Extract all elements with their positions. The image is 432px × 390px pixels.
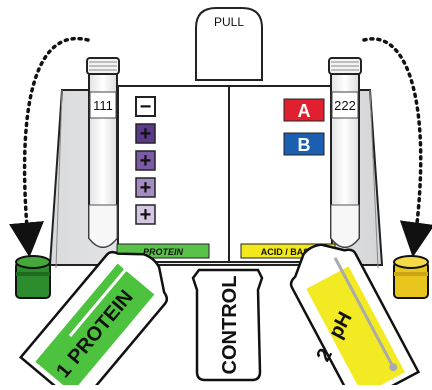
badge-a-label: A xyxy=(298,101,311,121)
protein-minus-symbol: − xyxy=(140,96,152,118)
protein-plus-square-1 xyxy=(135,123,156,144)
left-tube-label: 111 xyxy=(93,98,113,113)
right-tube-label: 222 xyxy=(334,98,356,113)
protein-scale: − + + + + xyxy=(135,96,156,226)
pull-tab[interactable]: PULL xyxy=(195,7,263,81)
protein-panel-label: PROTEIN xyxy=(143,247,184,257)
left-dotted-arrow xyxy=(9,36,90,258)
protein-plus-symbol-2: + xyxy=(140,150,152,172)
protein-plus-symbol-1: + xyxy=(140,123,152,145)
right-dotted-arrow xyxy=(362,37,432,258)
protein-plus-square-2 xyxy=(135,150,156,171)
protein-plus-symbol-4: + xyxy=(140,204,152,226)
pull-label: PULL xyxy=(214,15,244,29)
badge-a xyxy=(283,98,325,122)
protein-plus-square-4 xyxy=(135,204,156,225)
yellow-cap[interactable] xyxy=(393,255,429,299)
green-cap[interactable] xyxy=(15,255,51,299)
control-card[interactable]: CONTROL xyxy=(191,268,264,382)
acid-base-badges: A B xyxy=(283,98,325,156)
badge-b-label: B xyxy=(298,135,311,155)
protein-plus-symbol-3: + xyxy=(140,177,152,199)
right-test-tube[interactable]: 222 xyxy=(328,57,362,248)
ph-test-card[interactable] xyxy=(280,231,421,390)
protein-minus-square xyxy=(135,96,156,117)
badge-b xyxy=(283,132,325,156)
left-test-tube[interactable]: 111 xyxy=(86,57,120,248)
control-card-word: CONTROL xyxy=(219,276,241,375)
protein-plus-square-3 xyxy=(135,177,156,198)
acid-base-panel-label: ACID / BASE xyxy=(261,247,316,257)
